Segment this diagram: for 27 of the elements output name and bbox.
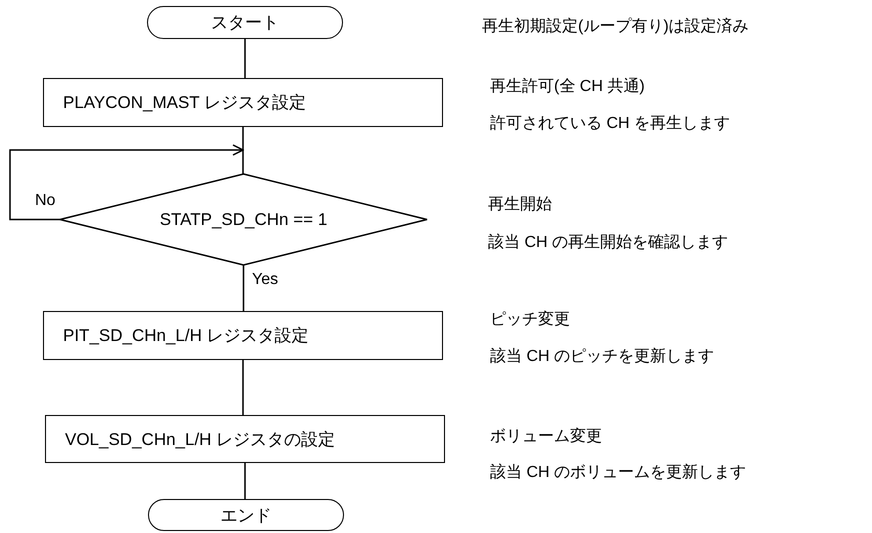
- note-text: 再生初期設定(ループ有り)は設定済み: [482, 16, 749, 37]
- start-terminal: [147, 6, 343, 39]
- annotation-text: ボリューム変更: [490, 426, 602, 447]
- annotation-text: 許可されている CH を再生します: [490, 114, 730, 134]
- node-text: STATP_SD_CHn == 1: [160, 210, 328, 230]
- decision-diamond: [60, 174, 427, 265]
- connector-line: [9, 144, 244, 220]
- node-text: PLAYCON_MAST レジスタ設定: [63, 92, 306, 114]
- annotation-text: ピッチ変更: [490, 310, 570, 330]
- annotation-text: 該当 CH のボリュームを更新します: [490, 462, 746, 483]
- node-text: スタート: [211, 12, 279, 34]
- process-box: [45, 415, 445, 463]
- annotation-text: 再生開始: [488, 194, 552, 215]
- process-box: [43, 78, 443, 127]
- connector-line: [242, 265, 244, 311]
- connector-line: [244, 463, 246, 499]
- node-text: PIT_SD_CHn_L/H レジスタ設定: [63, 325, 309, 347]
- connector-line: [242, 360, 244, 415]
- annotation-text: 該当 CH のピッチを更新します: [490, 346, 714, 367]
- connector-line: [242, 127, 244, 174]
- node-text: エンド: [220, 504, 272, 526]
- end-terminal: [148, 499, 344, 531]
- annotation-text: 再生許可(全 CH 共通): [490, 76, 645, 97]
- annotation-text: 該当 CH の再生開始を確認します: [488, 232, 728, 253]
- node-text: VOL_SD_CHn_L/H レジスタの設定: [65, 428, 336, 450]
- process-box: [43, 311, 443, 360]
- connector-line: [244, 39, 246, 78]
